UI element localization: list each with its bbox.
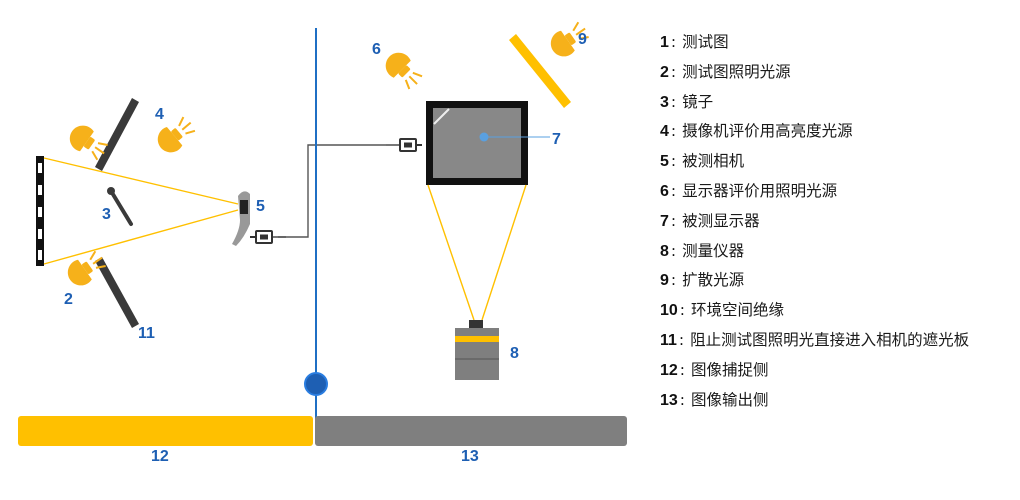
legend-text: 被测显示器 (682, 211, 760, 230)
display-under-test (426, 101, 528, 185)
legend-separator: : (670, 62, 677, 81)
legend-separator: : (678, 330, 685, 349)
legend-number: 11 (660, 331, 677, 349)
chart-to-camera-light-path (43, 157, 239, 265)
display-connector-icon (385, 138, 423, 152)
legend-text: 阻止测试图照明光直接进入相机的遮光板 (690, 330, 970, 349)
legend-number: 12 (660, 361, 678, 379)
legend-number: 4 (660, 123, 669, 141)
label-12: 12 (151, 448, 169, 465)
connection-cable (278, 144, 386, 238)
legend-text: 测试图照明光源 (682, 62, 791, 81)
legend-item: 5: 被测相机 (660, 149, 1015, 179)
label-3: 3 (102, 206, 111, 223)
label-6: 6 (372, 41, 381, 58)
camera-under-test-icon (232, 191, 250, 246)
legend-item: 12: 图像捕捉侧 (660, 358, 1015, 388)
isolation-marker (304, 372, 328, 396)
legend-text: 图像输出侧 (691, 390, 769, 409)
label-2: 2 (64, 291, 73, 308)
label-9: 9 (578, 31, 587, 48)
diffuse-light-panel (509, 34, 571, 108)
legend-separator: : (679, 390, 686, 409)
legend-number: 3 (660, 93, 669, 111)
legend-item: 13: 图像输出侧 (660, 388, 1015, 418)
label-8: 8 (510, 345, 519, 362)
image-capture-side-bar (18, 416, 313, 446)
legend-item: 11: 阻止测试图照明光直接进入相机的遮光板 (660, 328, 1015, 358)
legend-item: 10: 环境空间绝缘 (660, 298, 1015, 328)
label-11: 11 (138, 325, 155, 342)
label-13: 13 (461, 448, 479, 465)
legend-text: 扩散光源 (682, 271, 745, 290)
legend-separator: : (670, 152, 677, 171)
legend-text: 测量仪器 (682, 241, 745, 260)
legend-item: 6: 显示器评价用照明光源 (660, 179, 1015, 209)
light-block-panel-bottom (95, 257, 139, 328)
legend-item: 1: 测试图 (660, 30, 1015, 60)
legend-item: 8: 测量仪器 (660, 239, 1015, 269)
display-illumination-lamp-icon (379, 46, 428, 95)
display-pointer-dot (479, 132, 489, 142)
legend-separator: : (670, 122, 677, 141)
legend-item: 2: 测试图照明光源 (660, 60, 1015, 90)
legend-separator: : (670, 181, 677, 200)
legend-text: 摄像机评价用高亮度光源 (682, 122, 853, 141)
legend-separator: : (670, 211, 677, 230)
legend-text: 图像捕捉侧 (691, 360, 769, 379)
mirror (107, 187, 133, 226)
legend-number: 10 (660, 302, 678, 320)
legend-separator: : (670, 92, 677, 111)
legend-text: 环境空间绝缘 (691, 301, 785, 320)
legend-number: 2 (660, 63, 669, 81)
measuring-instrument-icon (455, 320, 499, 380)
test-setup-diagram: 2 3 4 5 6 7 8 9 11 12 13 (18, 16, 627, 465)
legend-number: 8 (660, 242, 669, 260)
legend-number: 5 (660, 153, 669, 171)
legend-item: 3: 镜子 (660, 90, 1015, 120)
legend-number: 6 (660, 182, 669, 200)
legend-item: 7: 被测显示器 (660, 209, 1015, 239)
legend: 1: 测试图 2: 测试图照明光源 3: 镜子 4: 摄像机评价用高亮度光源 5: 被测相… (660, 30, 1015, 417)
legend-number: 1 (660, 34, 669, 51)
legend-number: 9 (660, 272, 669, 290)
display-to-instrument-light-path (427, 184, 527, 321)
legend-text: 测试图 (682, 33, 729, 51)
test-chart (36, 156, 44, 266)
legend-text: 被测相机 (682, 152, 745, 171)
label-7: 7 (552, 131, 561, 148)
legend-item: 4: 摄像机评价用高亮度光源 (660, 119, 1015, 149)
legend-separator: : (670, 241, 677, 260)
legend-separator: : (670, 271, 677, 290)
legend-number: 7 (660, 212, 669, 230)
label-4: 4 (155, 106, 164, 123)
light-block-panel-top (95, 98, 139, 171)
image-output-side-bar (315, 416, 627, 446)
legend-separator: : (679, 301, 686, 320)
legend-number: 13 (660, 391, 678, 409)
legend-item: 9: 扩散光源 (660, 268, 1015, 298)
legend-separator: : (679, 360, 686, 379)
legend-text: 镜子 (682, 92, 714, 111)
label-5: 5 (256, 198, 265, 215)
legend-separator: : (670, 33, 677, 51)
legend-text: 显示器评价用照明光源 (682, 181, 838, 200)
